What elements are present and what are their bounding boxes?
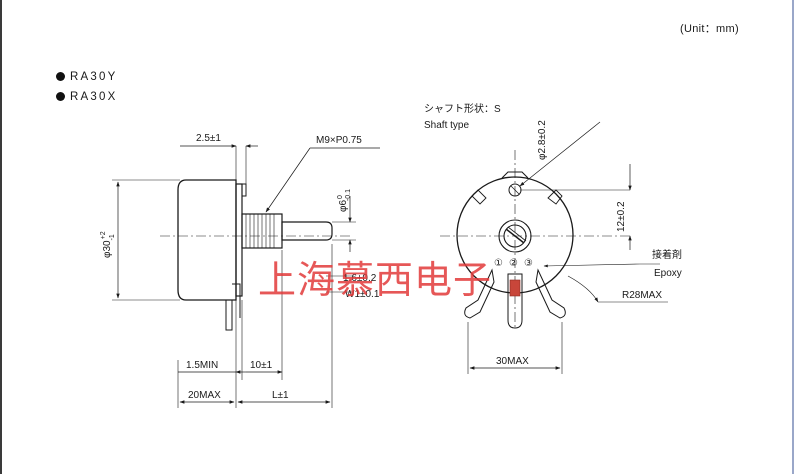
shaft <box>281 221 333 241</box>
terminal-3-label: ③ <box>524 258 533 269</box>
flange-tab <box>236 183 247 197</box>
flange <box>235 183 243 297</box>
dim-shaft-dia: φ60-0.1 <box>337 189 352 212</box>
dim-1-6: 1.6±0.2 <box>343 273 377 284</box>
bullet-icon <box>56 72 65 81</box>
dim-1-5min: 1.5MIN <box>186 360 218 371</box>
shaft-type-jp: シャフト形状：S <box>424 102 501 115</box>
dim-20max: 20MAX <box>188 390 221 401</box>
dim-hole-dia: φ2.8±0.2 <box>537 120 548 160</box>
dim-12: 12±0.2 <box>616 201 627 232</box>
model-ra30y: RA30Y <box>56 71 117 83</box>
dim-10: 10±1 <box>250 360 273 371</box>
dim-thread: M9×P0.75 <box>316 135 362 146</box>
dim-body-dia: φ30+2-1 <box>100 231 116 258</box>
epoxy-en: Epoxy <box>654 268 682 279</box>
unit-note: (Unit：mm) <box>680 23 739 35</box>
thread-lines <box>245 214 275 248</box>
bullet-icon <box>56 92 65 101</box>
dim-r28: R28MAX <box>622 290 662 301</box>
model-label: RA30X <box>70 91 118 103</box>
dim-l: L±1 <box>272 390 289 401</box>
pot-body <box>177 179 237 301</box>
terminal-1-label: ① <box>494 258 503 269</box>
shaft-type-en: Shaft type <box>424 120 469 131</box>
terminal-bend <box>232 283 241 318</box>
epoxy-jp: 接着剤 <box>652 248 682 261</box>
model-ra30x: RA30X <box>56 91 117 103</box>
dim-30max: 30MAX <box>496 356 529 367</box>
dim-w1: W1±0.1 <box>345 289 380 300</box>
watermark: 上海慕西电子 <box>258 258 492 302</box>
front-view <box>440 121 668 374</box>
side-view <box>112 144 380 408</box>
terminal <box>225 300 233 331</box>
model-label: RA30Y <box>70 71 118 83</box>
terminal-2-label: ② <box>509 258 518 269</box>
dim-2-5: 2.5±1 <box>196 133 221 144</box>
